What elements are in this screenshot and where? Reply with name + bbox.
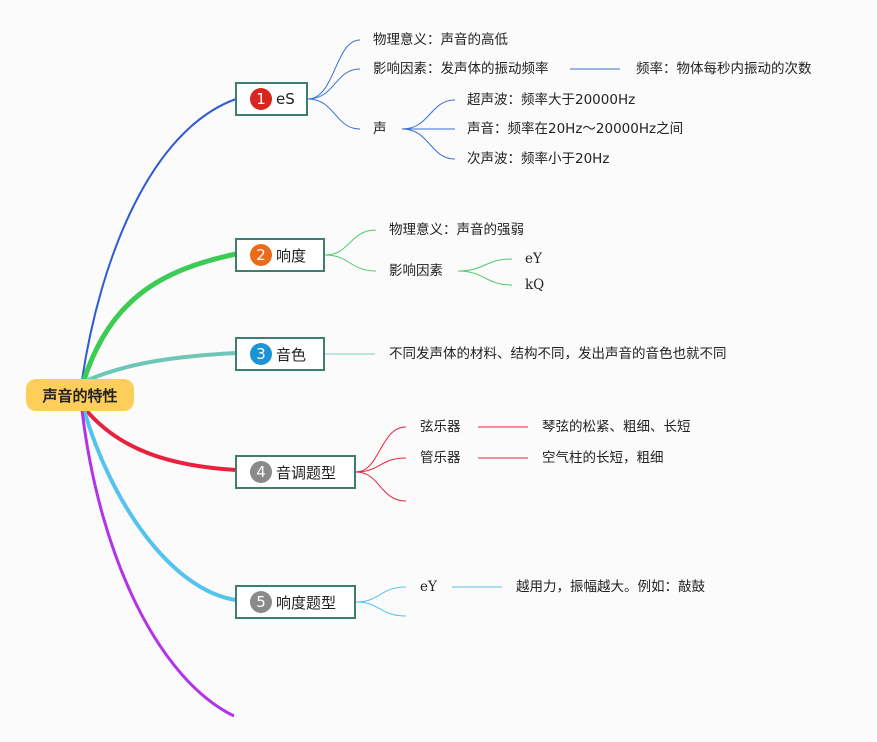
loudness-factor[interactable]: 影响因素	[389, 263, 443, 279]
string-instrument-desc[interactable]: 琴弦的松紧、粗细、长短	[542, 419, 691, 435]
pitch-physical-meaning[interactable]: 物理意义：声音的高低	[373, 32, 508, 48]
branch-2-line	[81, 251, 237, 381]
topic-label: eS	[276, 90, 295, 108]
number-badge-3: 3	[250, 343, 272, 365]
topic-pitch[interactable]: 1 eS	[235, 82, 308, 116]
timbre-description[interactable]: 不同发声体的材料、结构不同，发出声音的音色也就不同	[389, 346, 727, 362]
topic-loudness[interactable]: 2 响度	[235, 238, 325, 272]
audible-node[interactable]: 声音：频率在20Hz～20000Hz之间	[467, 121, 684, 137]
loudness-factor-a[interactable]: eY	[525, 251, 542, 267]
pipe-instrument-desc[interactable]: 空气柱的长短，粗细	[542, 450, 664, 466]
pipe-instrument[interactable]: 管乐器	[420, 450, 461, 466]
branch-5-line	[82, 409, 237, 602]
topic-pitch-questions[interactable]: 4 音调题型	[235, 455, 356, 489]
root-node[interactable]: 声音的特性	[26, 379, 134, 411]
number-badge-2: 2	[250, 244, 272, 266]
topic-timbre[interactable]: 3 音色	[235, 337, 325, 371]
topic-label: 响度题型	[276, 593, 337, 612]
topic-loudness-questions[interactable]: 5 响度题型	[235, 585, 356, 619]
loudness-question-item[interactable]: eY	[420, 579, 437, 595]
infrasonic-node[interactable]: 次声波：频率小于20Hz	[467, 151, 610, 167]
topic-label: 音调题型	[276, 463, 337, 482]
branch-4-line	[84, 408, 237, 472]
number-badge-5: 5	[250, 591, 272, 613]
number-badge-1: 1	[250, 88, 272, 110]
string-instrument[interactable]: 弦乐器	[420, 419, 461, 435]
branch-3-line	[87, 351, 237, 382]
frequency-definition[interactable]: 频率：物体每秒内振动的次数	[636, 61, 812, 77]
loudness-factor-b[interactable]: kQ	[525, 277, 545, 293]
loudness-physical-meaning[interactable]: 物理意义：声音的强弱	[389, 222, 524, 238]
topic-label: 响度	[276, 246, 307, 265]
topic-label: 音色	[276, 345, 307, 364]
sound-node[interactable]: 声	[373, 121, 387, 137]
ultrasonic-node[interactable]: 超声波：频率大于20000Hz	[467, 92, 636, 108]
root-label: 声音的特性	[42, 386, 118, 405]
loudness-question-desc[interactable]: 越用力，振幅越大。例如：敲鼓	[516, 579, 705, 595]
pitch-factor[interactable]: 影响因素：发声体的振动频率	[373, 61, 549, 77]
branch-1-line	[81, 98, 237, 381]
branch-6-line	[80, 409, 235, 718]
number-badge-4: 4	[250, 461, 272, 483]
